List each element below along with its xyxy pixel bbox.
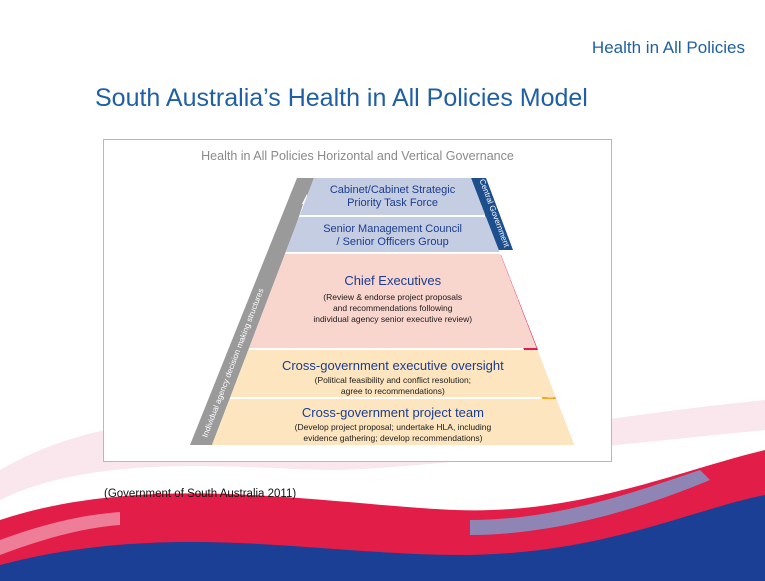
tier-5-description: evidence gathering; develop recommendati… (303, 433, 482, 443)
tier-5-band (212, 399, 574, 445)
tier-2-heading: Senior Management Council (323, 223, 462, 235)
light-ribbon-left (0, 512, 120, 555)
tier-1-heading: Cabinet/Cabinet Strategic (330, 184, 456, 196)
source-caption: (Government of South Australia 2011) (104, 488, 297, 500)
tier-3-heading: Chief Executives (344, 273, 441, 288)
tier-3-description: (Review & endorse project proposals (323, 292, 462, 302)
tier-2-band (285, 217, 500, 252)
figure-title: Health in All Policies Horizontal and Ve… (201, 149, 514, 163)
right-bar-central (471, 178, 513, 250)
header-label: Health in All Policies (591, 38, 745, 57)
tier-1-band (299, 178, 486, 215)
light-ribbon (470, 470, 710, 535)
tier-1-heading: Priority Task Force (347, 197, 438, 209)
governance-figure: Health in All Policies Horizontal and Ve… (103, 139, 612, 462)
navy-wave (0, 495, 765, 581)
tier-5-description: (Develop project proposal; undertake HLA… (295, 422, 492, 432)
tier-4-band (230, 350, 556, 397)
tier-5-heading: Cross-government project team (302, 405, 484, 420)
tier-4-description: (Political feasibility and conflict reso… (315, 375, 471, 385)
tier-3-band (249, 254, 537, 348)
tier-2-heading: / Senior Officers Group (336, 236, 448, 248)
tier-3-description: and recommendations following (333, 303, 453, 313)
pyramid-diagram: Individual agency decision making struct… (190, 178, 574, 445)
tier-4-description: agree to recommendations) (341, 386, 445, 396)
tier-4-heading: Cross-government executive oversight (282, 358, 504, 373)
slide-title: South Australia’s Health in All Policies… (95, 84, 588, 112)
left-bar (190, 178, 314, 445)
tier-3-description: individual agency senior executive revie… (313, 314, 472, 324)
